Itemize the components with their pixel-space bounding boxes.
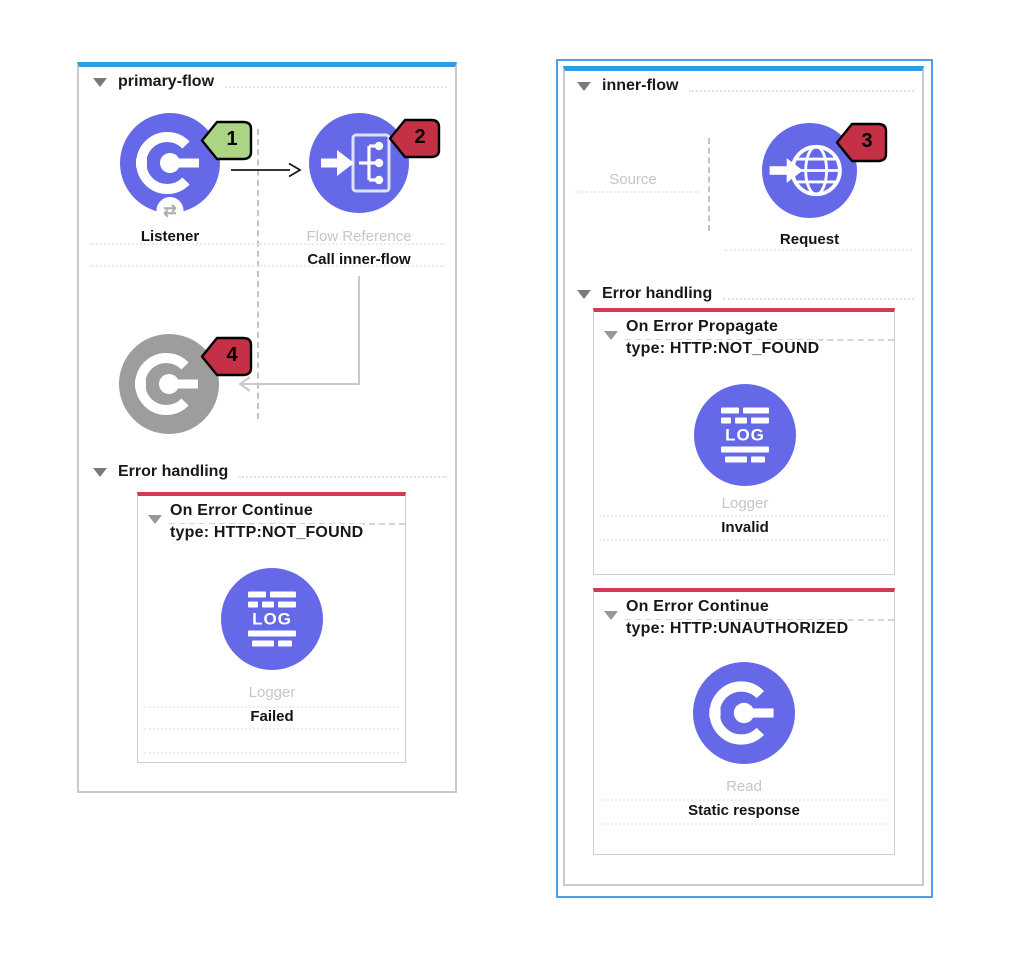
http-listener-gray-icon [135, 353, 198, 415]
http-request-node[interactable] [762, 123, 857, 218]
guide-dotline [144, 752, 399, 754]
scope-kind-label: On Error Continue [170, 502, 320, 520]
on-error-continue-scope[interactable]: On Error Continue type: HTTP:NOT_FOUND L… [137, 492, 406, 763]
header-dotted-line [225, 86, 447, 88]
source-placeholder-label: Source [609, 171, 657, 188]
collapse-arrow-icon[interactable] [604, 611, 618, 620]
listener-node[interactable]: ⇄ [120, 113, 220, 224]
error-handling-header: Error handling [93, 461, 447, 483]
header-dotted-line [239, 476, 447, 478]
http-exchange-icon: ⇄ [156, 197, 184, 224]
flow-title: primary-flow [116, 73, 217, 91]
guide-dotline [89, 265, 445, 267]
header-dotted-line [723, 298, 914, 300]
ghost-listener-node[interactable] [119, 334, 219, 434]
logger-type-label: Logger [721, 495, 769, 512]
scope-kind-label: On Error Propagate [626, 318, 786, 336]
scope-condition-label: type: HTTP:NOT_FOUND [626, 340, 820, 358]
logger-name-label: Invalid [721, 519, 769, 536]
inner-flow-header: inner-flow [577, 75, 914, 97]
guide-dotline [600, 539, 888, 541]
on-error-continue-scope[interactable]: On Error Continue type: HTTP:UNAUTHORIZE… [593, 588, 895, 855]
logger-type-label: Logger [248, 684, 296, 701]
guide-dotline [144, 728, 399, 730]
logger-icon: LOG [718, 407, 772, 463]
step-badge-1: 1 [200, 119, 254, 162]
flow-reference-node[interactable] [309, 113, 409, 213]
scope-kind-label: On Error Continue [626, 598, 776, 616]
guide-dotline [575, 191, 699, 193]
collapse-arrow-icon[interactable] [93, 77, 107, 87]
error-handling-title: Error handling [600, 285, 715, 303]
collapse-arrow-icon[interactable] [148, 515, 162, 524]
logger-node[interactable]: LOG [694, 384, 796, 486]
request-label: Request [779, 231, 840, 248]
guide-dotline [600, 823, 888, 825]
logger-node[interactable]: LOG [221, 568, 323, 670]
read-node[interactable] [693, 662, 795, 764]
collapse-arrow-icon[interactable] [577, 289, 591, 299]
collapse-arrow-icon[interactable] [577, 81, 591, 91]
logger-icon: LOG [245, 591, 299, 647]
flow-return-connector [238, 276, 360, 392]
inner-flow-panel: inner-flow Source 3 Request [563, 66, 924, 886]
listener-label: Listener [140, 228, 200, 245]
guide-dotline [89, 243, 445, 245]
on-error-propagate-scope[interactable]: On Error Propagate type: HTTP:NOT_FOUND … [593, 308, 895, 575]
scope-condition-label: type: HTTP:NOT_FOUND [170, 524, 364, 542]
flow-reference-icon [321, 133, 391, 193]
guide-dotline [725, 249, 912, 251]
header-dotted-line [689, 90, 914, 92]
error-handling-title: Error handling [116, 463, 231, 481]
flow-divider-dashed [708, 138, 710, 231]
primary-flow-panel: primary-flow ⇄ 1 [77, 62, 457, 793]
flow-title: inner-flow [600, 77, 681, 95]
http-listener-icon [136, 132, 199, 194]
flow-reference-type-label: Flow Reference [306, 228, 412, 245]
scope-condition-label: type: HTTP:UNAUTHORIZED [626, 620, 849, 638]
guide-dotline [600, 799, 888, 801]
guide-dotline [144, 706, 399, 708]
guide-dotline [600, 515, 888, 517]
http-request-icon [769, 144, 842, 197]
collapse-arrow-icon[interactable] [93, 467, 107, 477]
flow-divider-dashed [257, 129, 259, 419]
flow-arrow [231, 162, 302, 178]
primary-flow-header: primary-flow [93, 71, 447, 93]
step-badge-4: 4 [200, 335, 254, 378]
collapse-arrow-icon[interactable] [604, 331, 618, 340]
logger-name-label: Failed [250, 708, 294, 725]
error-handling-header: Error handling [577, 283, 914, 305]
read-connector-icon [709, 681, 774, 745]
read-name-label: Static response [688, 802, 800, 819]
step-badge-2: 2 [388, 117, 442, 160]
flow-reference-name-label: Call inner-flow [307, 251, 411, 268]
read-type-label: Read [726, 778, 762, 795]
step-badge-3: 3 [835, 121, 889, 164]
